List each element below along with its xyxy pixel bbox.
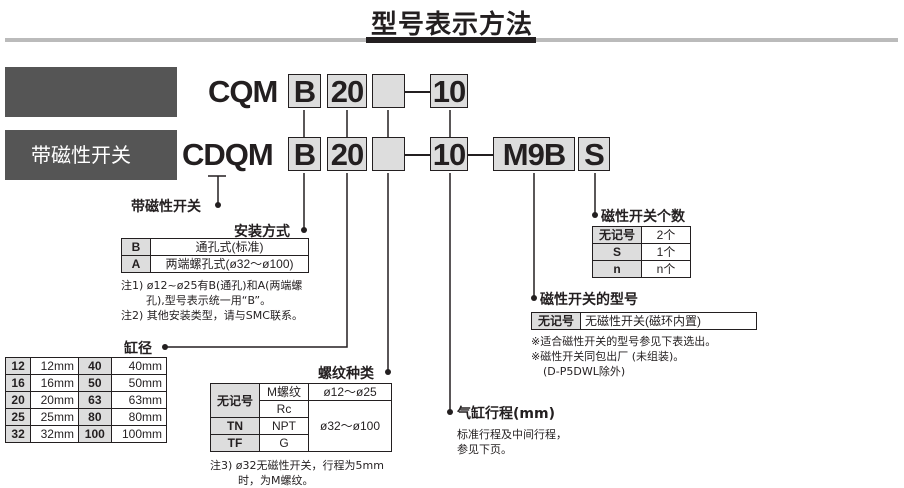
cell-code: 100	[77, 425, 112, 443]
cell-code: 12	[4, 357, 32, 375]
note-line: 参见下页。	[457, 443, 512, 456]
cell-code: A	[121, 255, 151, 273]
cell-desc: 通孔式(标准)	[150, 238, 309, 256]
label-thread: 螺纹种类	[318, 366, 374, 382]
mount-code: B	[288, 74, 321, 109]
standard-model-banner	[5, 67, 177, 117]
cell-size: 20mm	[30, 391, 79, 409]
row-links	[208, 91, 493, 177]
cell-code: 25	[4, 408, 32, 426]
mount-code: B	[288, 137, 321, 172]
note-line: ※适合磁性开关的型号参见下表选出。	[531, 335, 717, 348]
switch-notes: ※适合磁性开关的型号参见下表选出。 ※磁性开关同包出厂 (未组装)。 (D-P5…	[531, 334, 716, 379]
cell-val: 1个	[641, 243, 691, 261]
thread-code	[372, 137, 405, 171]
model-prefix: CQM	[208, 74, 278, 109]
note-line: (D-P5DWL除外)	[543, 365, 626, 378]
with-switch-banner: 带磁性开关	[5, 130, 177, 180]
cell-desc: 无磁性开关(磁环内置)	[580, 312, 757, 330]
cell-code: TN	[210, 417, 260, 435]
cell-val: n个	[641, 260, 691, 278]
note-line: 标准行程及中间行程，	[457, 428, 567, 441]
cell-code: 无记号	[210, 383, 260, 418]
cell-code: 32	[4, 425, 32, 443]
cell-code: 无记号	[592, 226, 642, 244]
thread-note: 注3) ø32无磁性开关，行程为5mm 时，为M螺纹。	[210, 458, 384, 488]
count-code: S	[578, 137, 610, 172]
note-line: 时，为M螺纹。	[238, 474, 314, 487]
model-prefix-switch: CDQM	[182, 137, 274, 172]
table-row: 无记号无磁性开关(磁环内置)	[531, 312, 757, 330]
cell-val: 2个	[641, 226, 691, 244]
cell-size: 63mm	[110, 391, 168, 409]
cell-code: 80	[77, 408, 112, 426]
stroke-note: 标准行程及中间行程， 参见下页。	[457, 427, 567, 457]
cell-code: 无记号	[531, 312, 581, 330]
thread-code	[372, 74, 405, 108]
cell-size: 16mm	[30, 374, 79, 392]
cell-code: 16	[4, 374, 32, 392]
cell-code: 20	[4, 391, 32, 409]
cell-code: S	[592, 243, 642, 261]
label-bore: 缸径	[124, 341, 152, 357]
cell-size: 12mm	[30, 357, 79, 375]
cell-range: ø12～ø25	[308, 383, 392, 401]
note-line: 注1) ø12~ø25有B(通孔)和A(两端螺	[121, 279, 303, 292]
page-title: 型号表示方法	[370, 10, 533, 40]
cell-desc: 两端螺孔式(ø32～ø100)	[150, 255, 309, 273]
note-line: 注2) 其他安装类型，请与SMC联系。	[121, 309, 303, 322]
cell-code: 63	[77, 391, 112, 409]
label-mounting: 安装方式	[234, 224, 290, 240]
cell-size: 25mm	[30, 408, 79, 426]
note-line: 孔),型号表示统一用“B”。	[146, 294, 272, 307]
label-stroke: 气缸行程(mm)	[457, 406, 555, 422]
cell-code: TF	[210, 434, 260, 452]
title-underline	[366, 37, 536, 43]
cell-code: n	[592, 260, 642, 278]
note-line: 注3) ø32无磁性开关，行程为5mm	[210, 459, 384, 472]
stroke-code: 10	[430, 137, 468, 172]
note-line: ※磁性开关同包出厂 (未组装)。	[531, 350, 685, 363]
cell-type: M螺纹	[259, 383, 309, 401]
mounting-notes: 注1) ø12~ø25有B(通孔)和A(两端螺 孔),型号表示统一用“B”。 注…	[121, 278, 303, 323]
cell-code: 50	[77, 374, 112, 392]
stroke-code: 10	[430, 74, 468, 109]
switch-code: M9B	[493, 137, 575, 172]
switch-model-table: 无记号无磁性开关(磁环内置)	[531, 312, 757, 330]
bore-code: 20	[327, 74, 367, 109]
cell-size: 40mm	[110, 357, 168, 375]
cell-range: ø32～ø100	[308, 400, 392, 452]
label-switch-model: 磁性开关的型号	[540, 292, 638, 308]
cell-code: B	[121, 238, 151, 256]
cell-size: 32mm	[30, 425, 79, 443]
cell-size: 50mm	[110, 374, 168, 392]
label-with-switch: 带磁性开关	[131, 199, 201, 215]
cell-size: 80mm	[110, 408, 168, 426]
cell-type: G	[259, 434, 309, 452]
cell-size: 100mm	[110, 425, 168, 443]
label-switch-count: 磁性开关个数	[601, 209, 685, 225]
cell-type: Rc	[259, 400, 309, 418]
bore-code: 20	[327, 137, 367, 172]
cell-code: 40	[77, 357, 112, 375]
cell-type: NPT	[259, 417, 309, 435]
